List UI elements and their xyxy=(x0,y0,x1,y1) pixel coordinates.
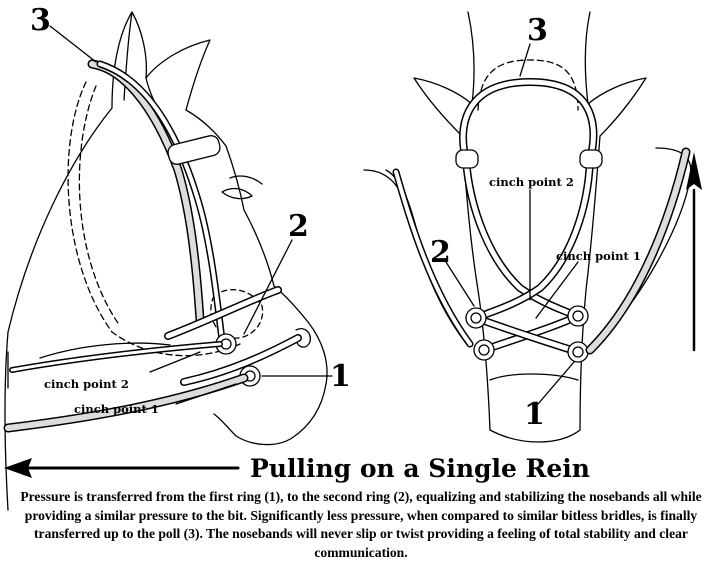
side-cinch-point-1: cinch point 1 xyxy=(74,402,159,416)
front-ring-upper-left xyxy=(465,307,487,329)
noseband-dashed xyxy=(210,289,264,339)
front-ring-upper-right-inner xyxy=(572,310,584,322)
horse-head-outline xyxy=(7,11,328,446)
front-keeper-right xyxy=(579,149,603,169)
side-label-1: 1 xyxy=(330,359,351,394)
front-cinch-point-1: cinch point 1 xyxy=(556,249,641,263)
caption: Pressure is transferred from the first r… xyxy=(20,489,702,560)
horse-eye-brow xyxy=(229,175,263,185)
leader-cinch-2 xyxy=(149,351,201,373)
keeper xyxy=(167,135,221,165)
front-label-1: 1 xyxy=(524,397,545,432)
front-ring-lower-left-inner xyxy=(478,344,490,356)
front-ring-lower-right-inner xyxy=(572,346,584,358)
figure-title: Pulling on a Single Rein xyxy=(250,454,590,483)
leader-3 xyxy=(49,25,97,63)
front-ring-upper-right xyxy=(567,305,589,327)
front-ring-lower-left xyxy=(473,339,495,361)
front-label-3: 3 xyxy=(527,13,548,48)
poll-dashed xyxy=(477,59,579,111)
horse-eye xyxy=(221,187,253,200)
horse-jaw-line xyxy=(39,342,171,359)
horse-nostril xyxy=(295,328,311,348)
front-keeper-left xyxy=(455,149,479,169)
leader-2 xyxy=(243,239,293,335)
front-muzzle xyxy=(489,373,579,381)
side-label-2: 2 xyxy=(288,209,309,244)
horse-neck-line xyxy=(4,331,9,511)
leader-cinch-1 xyxy=(175,383,237,405)
side-cinch-point-2: cinch point 2 xyxy=(44,377,129,391)
front-ring-upper-left-inner xyxy=(470,312,482,324)
front-label-2: 2 xyxy=(430,235,451,270)
front-leader-2 xyxy=(445,261,475,307)
front-view-illustration xyxy=(363,11,702,443)
front-leader-3 xyxy=(519,43,531,77)
up-arrow-head xyxy=(686,152,702,190)
front-head-outline xyxy=(413,11,647,443)
front-leader-cinch-1 xyxy=(535,261,579,319)
front-cinch-point-2: cinch point 2 xyxy=(489,175,574,189)
pull-arrow-head xyxy=(4,458,32,478)
front-ring-lower-right xyxy=(567,341,589,363)
bit-dashed-line-2 xyxy=(78,85,121,327)
front-leader-1 xyxy=(537,361,575,405)
side-label-3: 3 xyxy=(30,3,51,38)
cheek-strap xyxy=(96,60,226,344)
side-view-illustration xyxy=(3,11,333,511)
